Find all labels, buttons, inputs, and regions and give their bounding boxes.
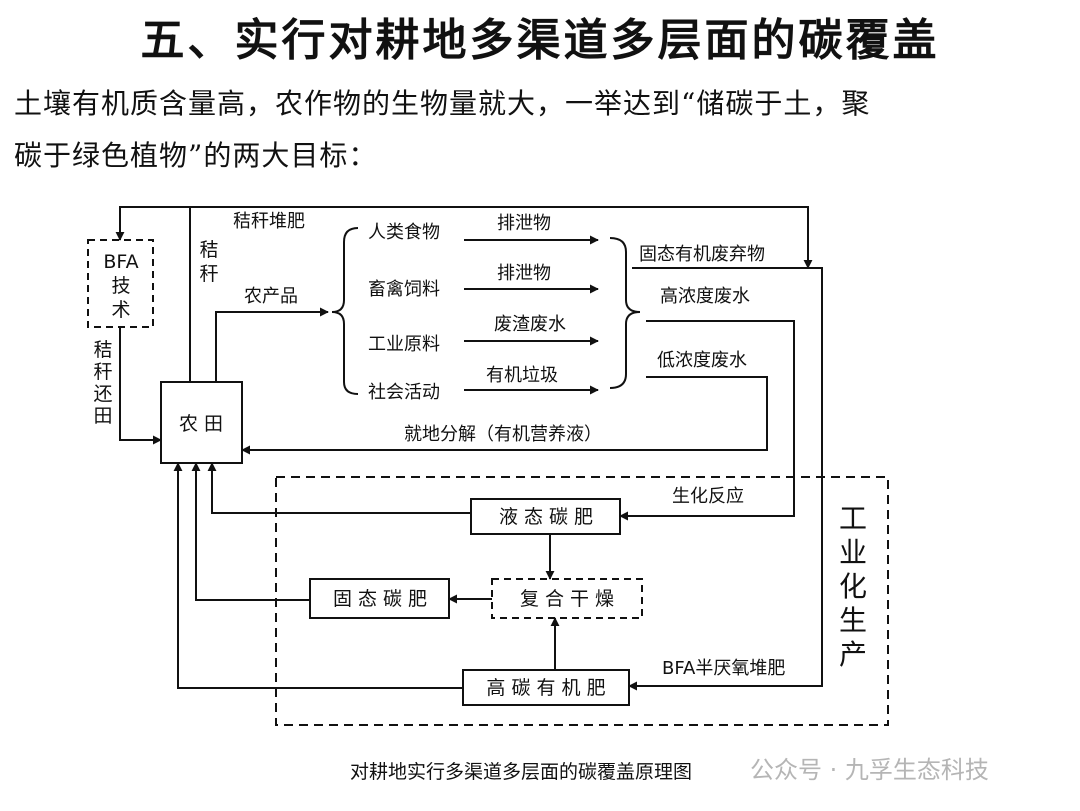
high-conc-wastewater-label: 高浓度废水 <box>660 286 750 307</box>
high-carbon-fertilizer-box <box>462 669 630 706</box>
industrial-material-label: 工业原料 <box>368 334 440 355</box>
solid-fertilizer-box <box>309 578 450 619</box>
local-decomposition-label: 就地分解（有机营养液） <box>404 424 602 445</box>
excreta-label-1: 排泄物 <box>497 213 551 234</box>
liquid-fertilizer-label: 液 态 碳 肥 <box>499 506 593 528</box>
bfa-arrow <box>115 206 190 241</box>
products-brace <box>331 227 359 395</box>
straw-label: 秸秆 <box>199 239 218 285</box>
biochemical-reaction-label: 生化反应 <box>672 486 744 507</box>
high-to-farm-arrow <box>173 462 463 689</box>
high-conc-line <box>619 320 795 521</box>
straw-return-label: 秸秆还田 <box>93 339 112 427</box>
compound-dry-box <box>491 578 643 619</box>
industrial-production-label: 工业化生产 <box>839 502 867 671</box>
top-loop-line <box>189 206 813 382</box>
solid-fertilizer-label: 固 态 碳 肥 <box>333 588 427 610</box>
high-carbon-fertilizer-label: 高 碳 有 机 肥 <box>486 677 605 699</box>
low-conc-line <box>241 376 768 455</box>
waste-brace <box>609 237 641 389</box>
intro-line-1: 土壤有机质含量高，农作物的生物量就大，一举达到“储碳于土，聚 <box>14 87 871 120</box>
solid-to-farm-arrow <box>191 462 310 601</box>
organic-garbage-label: 有机垃圾 <box>486 365 558 386</box>
low-conc-wastewater-label: 低浓度废水 <box>657 350 747 371</box>
page-title: 五、实行对耕地多渠道多层面的碳覆盖 <box>140 15 940 66</box>
farmland-box <box>160 381 243 464</box>
solid-waste-line <box>628 267 823 691</box>
livestock-feed-label: 畜禽饲料 <box>368 279 440 300</box>
straw-compost-label: 秸秆堆肥 <box>233 211 305 232</box>
residue-wastewater-label: 废渣废水 <box>494 314 566 335</box>
farmland-label: 农 田 <box>179 413 223 435</box>
straw-return-arrow <box>119 327 162 445</box>
excreta-label-2: 排泄物 <box>497 263 551 284</box>
social-activity-label: 社会活动 <box>368 382 440 403</box>
diagram-caption: 对耕地实行多渠道多层面的碳覆盖原理图 <box>350 761 692 783</box>
solid-organic-waste-label: 固态有机废弃物 <box>639 244 765 265</box>
human-food-label: 人类食物 <box>368 222 440 243</box>
agri-products-label: 农产品 <box>244 286 298 307</box>
agri-products-arrow <box>215 307 329 382</box>
liquid-to-farm-arrow <box>207 462 471 514</box>
intro-line-2: 碳于绿色植物”的两大目标： <box>14 139 378 172</box>
bfa-semi-anaerobic-label: BFA半厌氧堆肥 <box>662 658 785 679</box>
watermark: 公众号 · 九孚生态科技 <box>750 756 989 784</box>
compound-dry-label: 复 合 干 燥 <box>520 588 614 610</box>
